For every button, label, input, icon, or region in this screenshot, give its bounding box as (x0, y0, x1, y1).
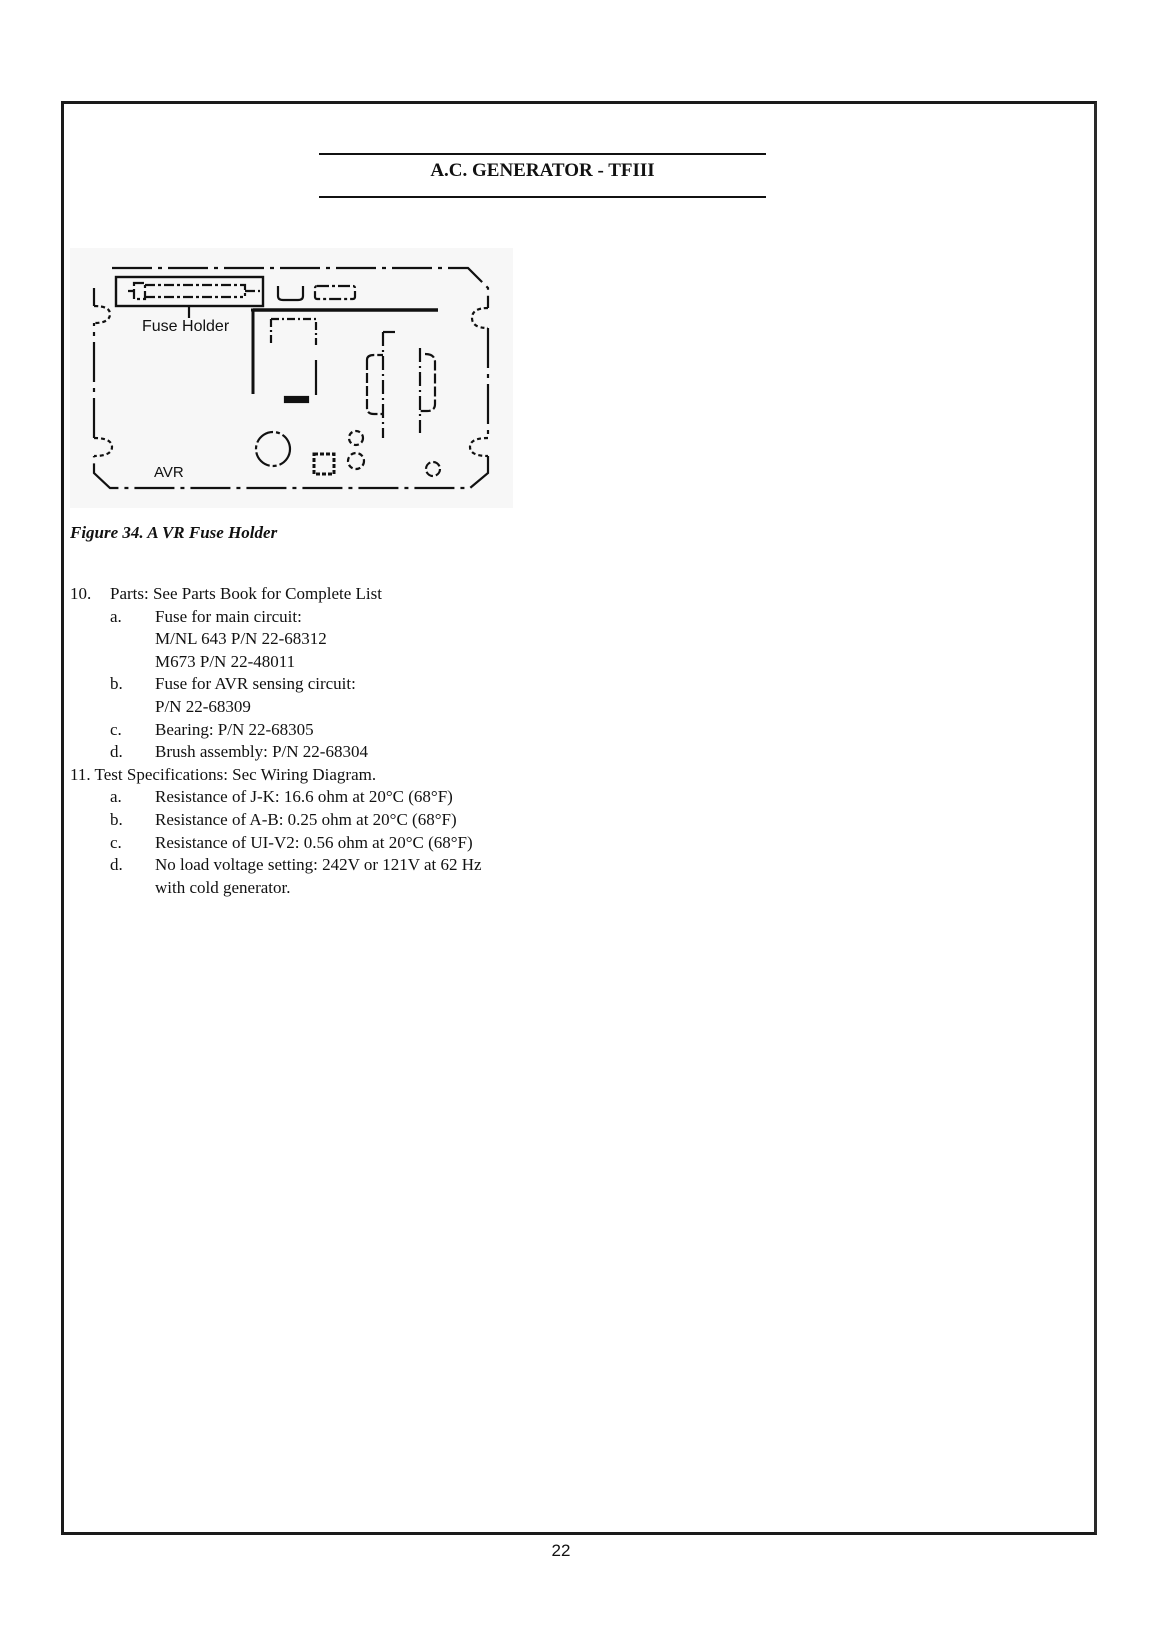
item-text: P/N 22-68309 (155, 696, 251, 716)
page-number: 22 (551, 1541, 571, 1560)
figure-caption: Figure 34. A VR Fuse Holder (70, 523, 278, 542)
item-text: Resistance of UI-V2: 0.56 ohm at 20°C (6… (155, 832, 473, 852)
item-letter: c. (110, 719, 122, 739)
avr-fuse-holder-figure: Fuse Holder AVR (70, 248, 513, 508)
item-text: No load voltage setting: 242V or 121V at… (155, 855, 482, 875)
item-letter: d. (110, 855, 123, 875)
item-text: Fuse for AVR sensing circuit: (155, 674, 356, 694)
item-text: M/NL 643 P/N 22-68312 (155, 629, 327, 649)
item-text: Fuse for main circuit: (155, 606, 302, 626)
item-text: with cold generator. (155, 877, 291, 897)
page-border (61, 101, 1097, 1535)
title-rule-bottom (319, 196, 766, 198)
item-letter: c. (110, 832, 122, 852)
section-title: 11. Test Specifications: Sec Wiring Diag… (70, 764, 377, 784)
item-letter: a. (110, 787, 122, 807)
title-rule-top (319, 153, 766, 155)
item-text: M673 P/N 22-48011 (155, 651, 296, 671)
item-text: Bearing: P/N 22-68305 (155, 719, 314, 739)
avr-board-diagram-icon: Fuse Holder AVR (92, 266, 490, 490)
item-letter: d. (110, 742, 123, 762)
item-letter: a. (110, 606, 122, 626)
section-title: Parts: See Parts Book for Complete List (110, 584, 382, 603)
item-letter: b. (110, 674, 123, 694)
item-text: Resistance of J-K: 16.6 ohm at 20°C (68°… (155, 787, 453, 807)
page-title: A.C. GENERATOR - TFIII (430, 160, 655, 181)
item-letter: b. (110, 809, 123, 829)
section-number: 10. (70, 584, 92, 603)
avr-label: AVR (154, 464, 184, 481)
item-text: Brush assembly: P/N 22-68304 (155, 742, 368, 762)
item-text: Resistance of A-B: 0.25 ohm at 20°C (68°… (155, 809, 457, 829)
fuse-holder-label: Fuse Holder (142, 318, 230, 335)
